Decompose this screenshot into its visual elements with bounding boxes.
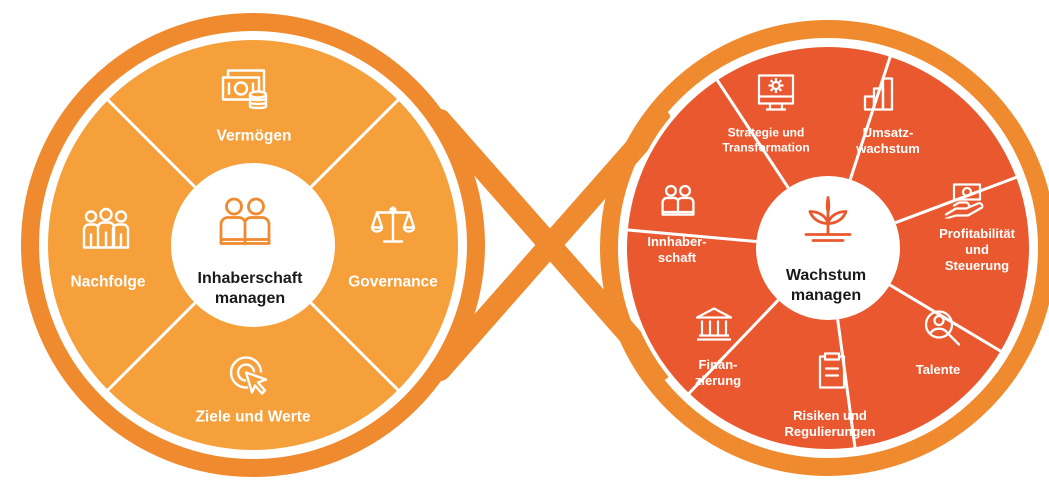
people-book-icon xyxy=(660,183,696,224)
left-wheel-outer-ring xyxy=(21,13,485,477)
segment-label-finanzierung: Finan- zierung xyxy=(694,357,742,388)
gear-monitor-icon xyxy=(756,73,796,118)
left-wheel-segment-divider xyxy=(309,301,401,393)
clipboard-icon xyxy=(817,352,847,395)
left-wheel-segment-divider xyxy=(105,97,197,189)
right-wheel-segment-divider xyxy=(848,54,893,180)
segment-label-strategie-und-transformation: Strategie und Transformation xyxy=(722,125,810,154)
left-wheel xyxy=(21,13,485,477)
segment-label-umsatzwachstum: Umsatz- wachstum xyxy=(856,125,920,156)
right-wheel-center-circle xyxy=(756,176,900,320)
right-wheel-segment-divider xyxy=(889,283,1004,354)
segment-label-talente: Talente xyxy=(915,362,961,378)
left-wheel-segment-divider xyxy=(309,97,401,189)
segment-label-risiken-und-regulierungen: Risiken und Regulierungen xyxy=(784,408,876,439)
left-wheel-segment-divider xyxy=(105,301,197,393)
money-hand-icon xyxy=(944,183,988,224)
target-cursor-icon xyxy=(227,354,271,403)
right-wheel-outer-ring xyxy=(600,20,1049,476)
right-wheel xyxy=(600,20,1049,476)
right-wheel-segment-divider xyxy=(836,319,857,450)
right-wheel-segment-divider xyxy=(714,77,790,189)
center-label-wachstum-managen: Wachstum managen xyxy=(785,267,867,304)
segment-label-nachfolge: Nachfolge xyxy=(70,273,146,291)
person-search-icon xyxy=(922,308,962,353)
segment-label-profitabilitaet-und-steuerung: Profitabilität und Steuerung xyxy=(939,226,1015,273)
scales-icon xyxy=(370,204,416,251)
money-coins-icon xyxy=(220,68,272,117)
center-label-inhaberschaft-managen: Inhaberschaft managen xyxy=(197,270,303,307)
group-people-icon xyxy=(81,207,131,257)
bar-chart-icon xyxy=(861,75,901,118)
segment-label-innhaberschaft: Innhaber- schaft xyxy=(647,234,707,265)
people-book-icon xyxy=(217,196,273,253)
sprout-icon xyxy=(800,194,856,251)
right-wheel-segment-divider xyxy=(686,299,780,396)
right-wheel-segment-divider xyxy=(625,228,757,244)
segment-label-ziele-und-werte: Ziele und Werte xyxy=(195,408,311,426)
bank-icon xyxy=(694,306,734,349)
left-wheel-center-circle xyxy=(171,163,335,327)
segment-label-vermoegen: Vermögen xyxy=(216,127,292,145)
segment-label-governance: Governance xyxy=(348,273,438,291)
